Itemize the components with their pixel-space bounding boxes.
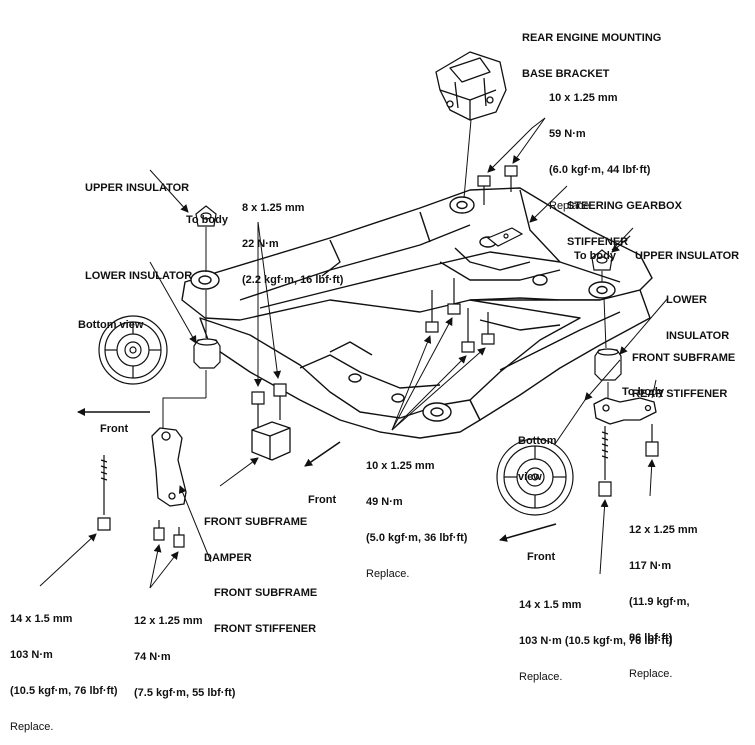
label-bottom-view-right: Bottom view (518, 435, 557, 483)
label-front-front-stiffener: FRONT SUBFRAME FRONT STIFFENER (214, 587, 318, 635)
right-insulators (591, 249, 622, 381)
label-to-body-left: To body (186, 214, 228, 226)
steering-stiffener (486, 227, 524, 247)
label-bolt-rear-bracket: 10 x 1.25 mm 59 N·m (6.0 kgf·m, 44 lbf·f… (549, 92, 651, 212)
left-insulators (193, 205, 221, 369)
label-to-body-right: To body (574, 250, 616, 262)
label-front-left: Front (100, 423, 129, 435)
label-upper-insulator-left: UPPER INSULATOR (85, 182, 190, 194)
bracket-centerline (463, 119, 472, 199)
stiffener-bolts-left (153, 520, 185, 548)
front-stiffener-left (151, 427, 187, 507)
label-rear-engine-bracket: REAR ENGINE MOUNTING BASE BRACKET (522, 32, 662, 80)
damper-bolts (251, 383, 287, 428)
bottom-view-left (98, 315, 168, 385)
label-bolt-damper: 8 x 1.25 mm 22 N·m (2.2 kgf·m, 16 lbf·ft… (242, 202, 344, 286)
label-front-rear-stiffener: FRONT SUBFRAME REAR STIFFENER (632, 352, 736, 400)
label-front-right: Front (527, 551, 556, 563)
label-steering-stiffener: STEERING GEARBOX STIFFENER (567, 200, 682, 248)
label-bolt-center: 10 x 1.25 mm 49 N·m (5.0 kgf·m, 36 lbf·f… (366, 460, 468, 580)
long-bolt-left (97, 455, 111, 531)
label-bolt-left-12: 12 x 1.25 mm 74 N·m (7.5 kgf·m, 55 lbf·f… (134, 615, 236, 699)
diagram-drawing (39, 51, 669, 589)
label-bolt-right-14: 14 x 1.5 mm 103 N·m (10.5 kgf·m, 76 lbf·… (519, 599, 673, 683)
label-lower-insulator-right: LOWER INSULATOR (666, 294, 730, 342)
label-front-center: Front (308, 494, 337, 506)
rear-engine-bracket (435, 51, 507, 121)
subframe-diagram: REAR ENGINE MOUNTING BASE BRACKET 10 x 1… (10, 32, 740, 733)
label-upper-insulator-right: UPPER INSULATOR (635, 250, 740, 262)
label-front-damper: FRONT SUBFRAME DAMPER (204, 516, 308, 564)
front-damper (251, 421, 291, 461)
label-bolt-left-14: 14 x 1.5 mm 103 N·m (10.5 kgf·m, 76 lbf·… (10, 613, 118, 733)
bracket-bolts (477, 165, 518, 205)
label-bottom-view-left: Bottom view (78, 319, 144, 331)
bottom-view-right (496, 438, 574, 516)
rear-stiffener-right (593, 397, 657, 425)
label-to-body-right2: To body (622, 386, 664, 398)
center-bolts (425, 278, 495, 353)
right-bolts (598, 424, 659, 497)
label-lower-insulator-left: LOWER INSULATOR (85, 270, 193, 282)
